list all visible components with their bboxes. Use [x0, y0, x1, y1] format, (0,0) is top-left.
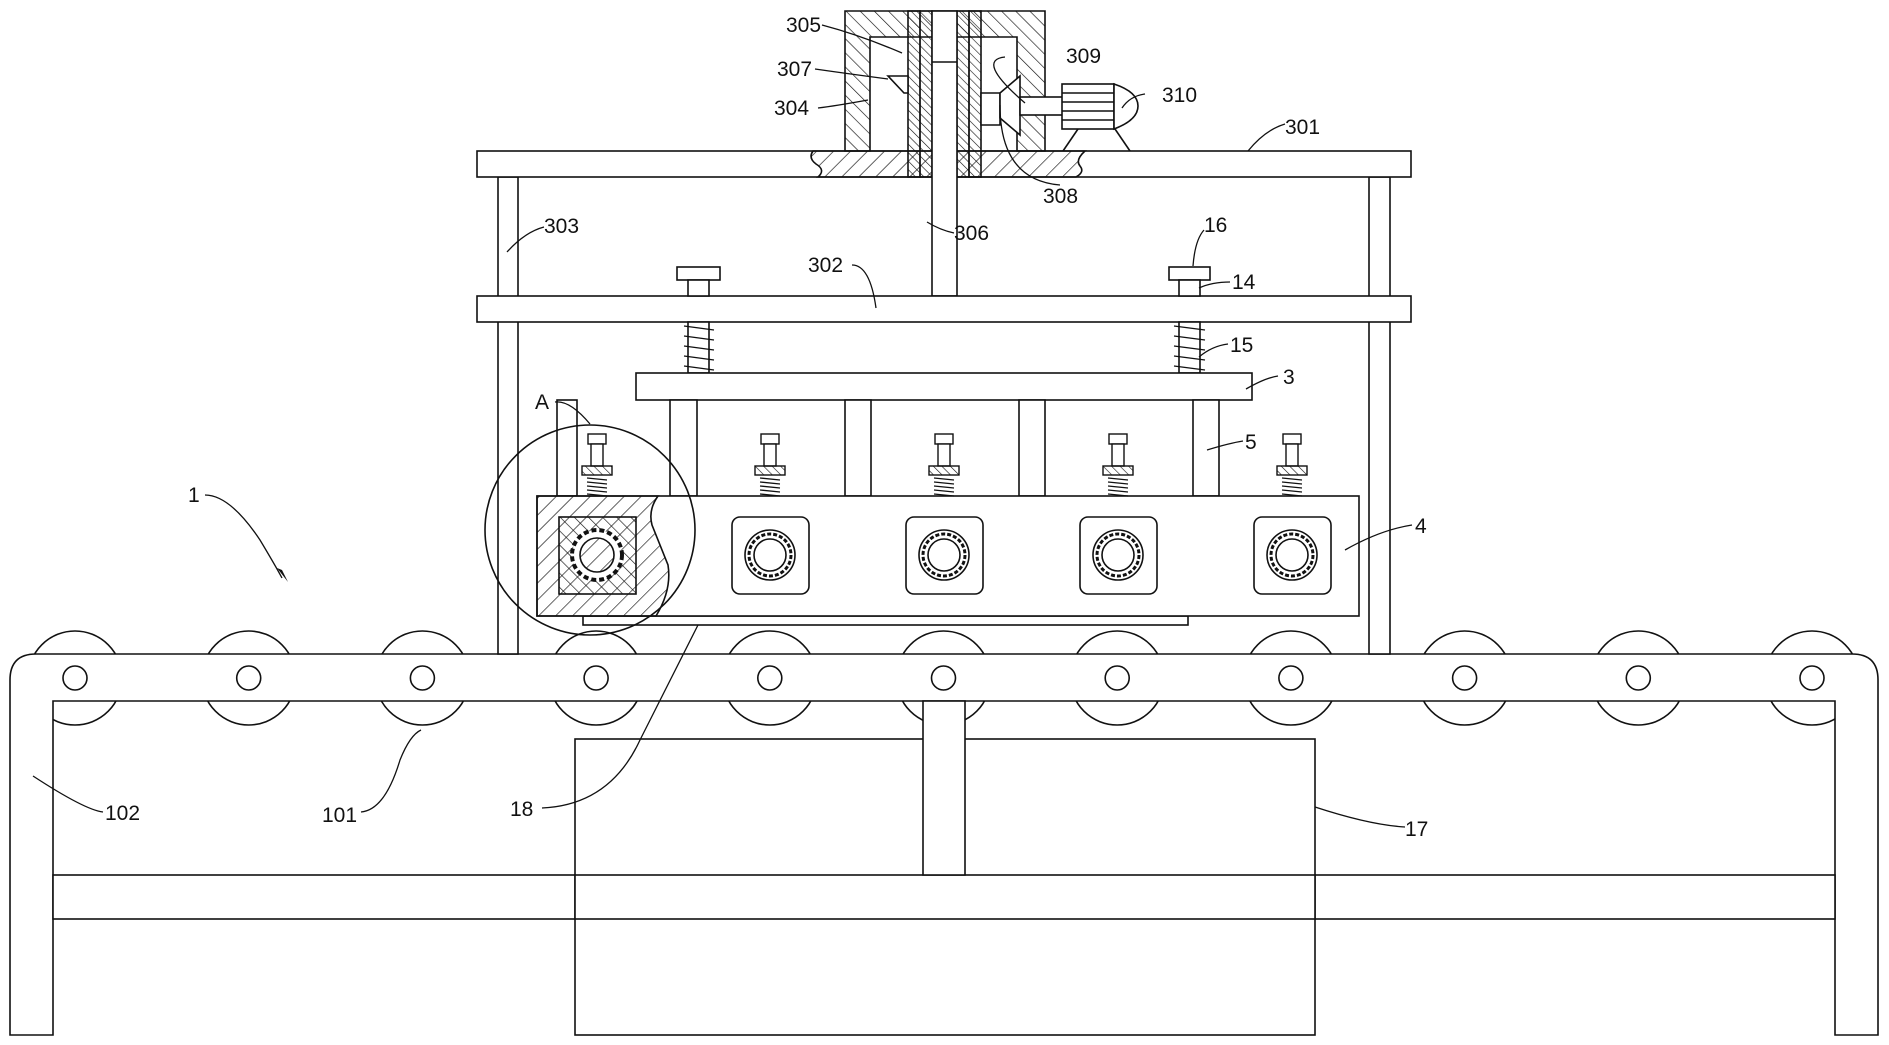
label-308: 308 — [1043, 185, 1078, 208]
bearing-inner-ring — [1101, 538, 1135, 572]
bearing-rollers — [921, 532, 967, 578]
driven-bevel-gear — [886, 75, 909, 94]
frame-outline — [9, 653, 1879, 1036]
left-spring-pin — [676, 266, 721, 374]
roller-axle — [1278, 665, 1304, 691]
adjust-pin — [928, 433, 960, 497]
roller-axle — [62, 665, 88, 691]
callout-labels: 305 307 304 309 310 301 308 303 306 302 … — [105, 14, 1428, 841]
roller-axle — [1104, 665, 1130, 691]
right-column — [1368, 176, 1391, 655]
label-301: 301 — [1285, 116, 1320, 139]
motor-end-cap — [1113, 82, 1139, 131]
label-3: 3 — [1283, 366, 1295, 389]
label-102: 102 — [105, 802, 140, 825]
label-14: 14 — [1232, 271, 1256, 294]
label-310: 310 — [1162, 84, 1197, 107]
pin-group — [581, 433, 1308, 497]
bearing-inner-ring — [1275, 538, 1309, 572]
label-15: 15 — [1230, 334, 1253, 357]
drive-bevel-gear-hub — [980, 92, 1001, 126]
bearing-rollers — [1095, 532, 1141, 578]
leader-lines — [32, 24, 1413, 828]
roller-axle — [1799, 665, 1825, 691]
label-305: 305 — [786, 14, 821, 37]
left-bearing-sleeve — [919, 10, 933, 178]
adjust-pin — [581, 433, 613, 497]
right-bearing-outer — [968, 10, 982, 178]
label-303: 303 — [544, 215, 579, 238]
label-1: 1 — [188, 484, 200, 507]
right-bearing-sleeve — [956, 10, 970, 178]
bearing-inner-ring — [753, 538, 787, 572]
assembly-arrow-head — [277, 568, 288, 582]
label-306: 306 — [954, 222, 989, 245]
drive-shaft — [931, 10, 958, 297]
adjust-pin — [1276, 433, 1308, 497]
motor-bracket-left — [1062, 128, 1079, 152]
label-307: 307 — [777, 58, 812, 81]
crossbar-overlay — [574, 874, 1316, 920]
section-axle — [579, 537, 615, 573]
label-17: 17 — [1405, 818, 1428, 841]
label-304: 304 — [774, 97, 809, 120]
left-column — [497, 176, 519, 655]
roller-axle — [1451, 665, 1478, 691]
motor-shaft — [1019, 96, 1069, 116]
bearing-rollers — [1269, 532, 1315, 578]
roller-axle — [235, 665, 262, 691]
roller-axle — [930, 665, 957, 691]
label-a: A — [535, 391, 549, 414]
motor-body — [1061, 83, 1115, 130]
motor-bracket-right — [1114, 128, 1131, 152]
adjust-pin — [1102, 433, 1134, 497]
support-post — [1018, 399, 1046, 497]
bearing-inner-ring — [927, 538, 961, 572]
lower-plate — [635, 372, 1253, 401]
roller-axle — [409, 665, 436, 691]
roller-axle — [1625, 665, 1652, 691]
middle-plate — [476, 295, 1412, 323]
drive-bevel-gear — [999, 74, 1021, 137]
label-302: 302 — [808, 254, 843, 277]
bearing-rollers — [747, 532, 793, 578]
label-18: 18 — [510, 798, 533, 821]
label-4: 4 — [1415, 515, 1427, 538]
roller-axle — [583, 665, 609, 691]
label-101: 101 — [322, 804, 357, 827]
adjust-pin — [754, 433, 786, 497]
axle-group — [62, 665, 1825, 691]
label-309: 309 — [1066, 45, 1101, 68]
roller-axle — [756, 665, 783, 691]
right-spring-pin — [1168, 266, 1211, 374]
support-post — [844, 399, 872, 497]
detail-circle-a — [484, 424, 696, 636]
label-16: 16 — [1204, 214, 1227, 237]
support-post — [556, 399, 578, 497]
center-support-post — [922, 700, 966, 876]
label-5: 5 — [1245, 431, 1257, 454]
gear-housing — [844, 10, 1046, 152]
left-bearing-outer — [907, 10, 921, 178]
bearing-group — [731, 516, 1332, 595]
guide-plate — [582, 615, 1189, 626]
